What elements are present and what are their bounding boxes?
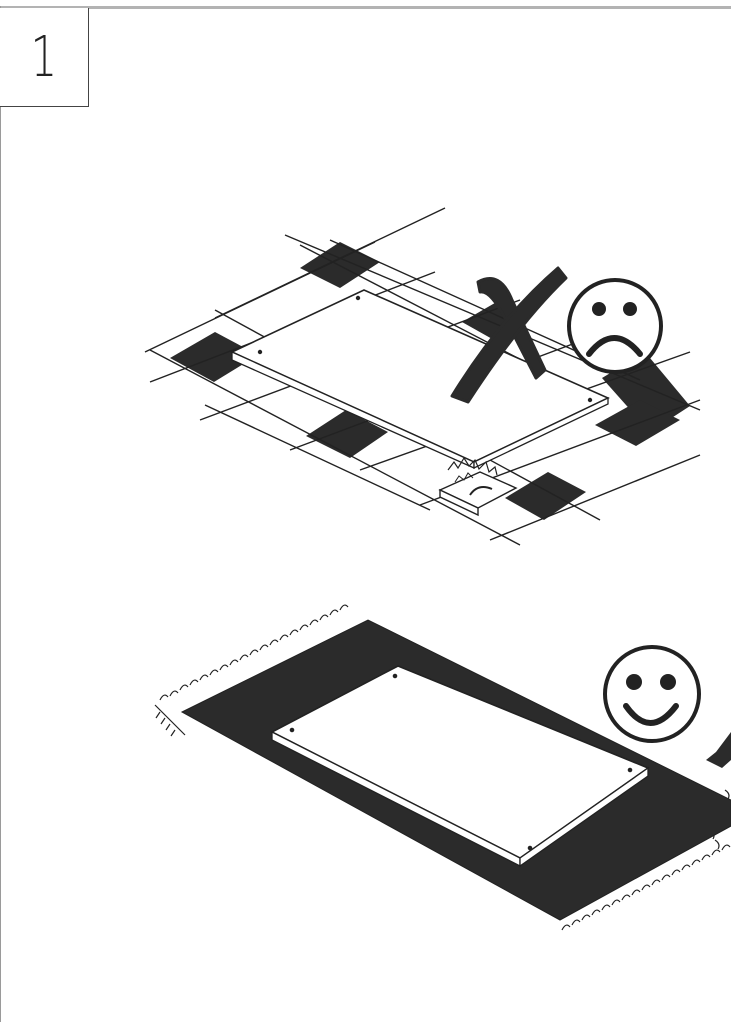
smiley-face-icon	[605, 647, 699, 741]
check-mark-icon	[706, 732, 731, 768]
pool-panel	[232, 290, 608, 468]
sad-face-icon	[569, 280, 661, 372]
debris-icon	[440, 458, 516, 515]
wrong-placement-scene	[145, 208, 700, 545]
right-placement-scene	[155, 605, 731, 930]
